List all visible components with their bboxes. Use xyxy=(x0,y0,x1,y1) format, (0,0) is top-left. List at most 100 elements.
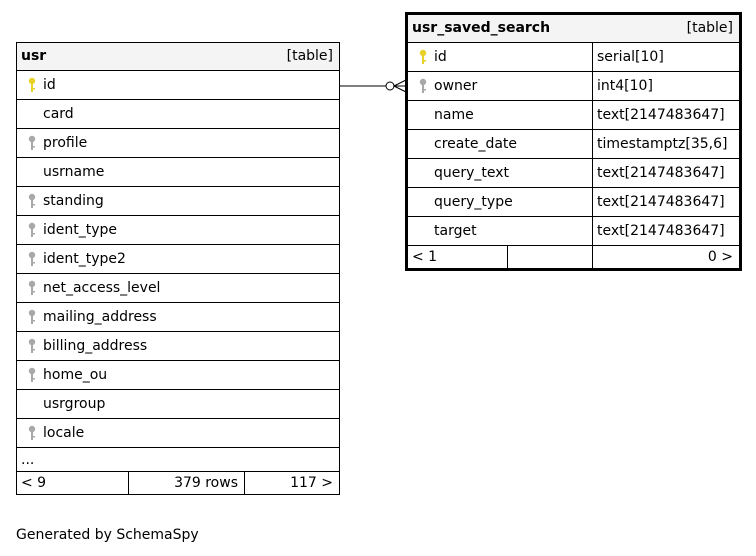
column-name: id xyxy=(434,49,447,65)
column-name: locale xyxy=(43,425,85,441)
column-name: ident_type2 xyxy=(43,251,126,267)
column-cell: target xyxy=(405,216,594,246)
column-cell: usrname xyxy=(15,157,341,187)
column-cell: name xyxy=(405,100,594,130)
foreign-key-icon xyxy=(21,135,43,151)
column-type: text[2147483647] xyxy=(592,158,742,188)
column-cell: billing_address xyxy=(15,331,341,361)
column-row-mailing_address[interactable]: mailing_address xyxy=(15,302,341,332)
column-name: id xyxy=(43,77,56,93)
column-cell: query_text xyxy=(405,158,594,188)
relationship-crowfoot-top xyxy=(393,79,407,87)
column-name: query_text xyxy=(434,165,510,181)
column-cell: create_date xyxy=(405,129,594,159)
primary-key-icon xyxy=(21,77,43,93)
column-type: text[2147483647] xyxy=(592,187,742,217)
row-count: 379 rows xyxy=(128,471,245,495)
column-type: text[2147483647] xyxy=(592,216,742,246)
column-row-id[interactable]: id xyxy=(15,70,341,100)
child-count[interactable]: 117 > xyxy=(243,471,341,495)
column-cell: owner xyxy=(405,71,594,101)
foreign-key-icon xyxy=(21,309,43,325)
foreign-key-icon xyxy=(21,222,43,238)
more-columns-ellipsis: ... xyxy=(15,447,341,472)
foreign-key-icon xyxy=(21,280,43,296)
column-name: create_date xyxy=(434,136,518,152)
column-cell: card xyxy=(15,99,341,129)
relationship-optional-circle xyxy=(385,81,395,91)
column-type: serial[10] xyxy=(592,42,742,72)
parent-count[interactable]: < 9 xyxy=(16,471,129,495)
primary-key-icon xyxy=(412,49,434,65)
foreign-key-icon xyxy=(21,338,43,354)
column-row-card[interactable]: card xyxy=(15,99,341,129)
foreign-key-icon xyxy=(21,193,43,209)
column-row-profile[interactable]: profile xyxy=(15,128,341,158)
column-name: name xyxy=(434,107,474,123)
column-name: mailing_address xyxy=(43,309,157,325)
column-cell: id xyxy=(15,70,341,100)
column-row-net_access_level[interactable]: net_access_level xyxy=(15,273,341,303)
foreign-key-icon xyxy=(21,425,43,441)
column-row-query_type[interactable]: query_type text[2147483647] xyxy=(405,187,742,217)
usr-saved-search-table-footer: < 1 0 > xyxy=(406,245,742,270)
column-type: int4[10] xyxy=(592,71,742,101)
column-type: timestamptz[35,6] xyxy=(592,129,742,159)
table-kind: [table] xyxy=(286,48,334,64)
column-row-home_ou[interactable]: home_ou xyxy=(15,360,341,390)
column-cell: id xyxy=(405,42,594,72)
usr-table[interactable]: usr [table] id card profile usrname standing… xyxy=(15,42,341,495)
row-count xyxy=(506,245,594,270)
column-cell: net_access_level xyxy=(15,273,341,303)
column-cell: ident_type xyxy=(15,215,341,245)
column-type: text[2147483647] xyxy=(592,100,742,130)
column-name: usrname xyxy=(43,164,105,180)
column-name: home_ou xyxy=(43,367,108,383)
column-row-target[interactable]: target text[2147483647] xyxy=(405,216,742,246)
column-name: ident_type xyxy=(43,222,118,238)
column-row-query_text[interactable]: query_text text[2147483647] xyxy=(405,158,742,188)
column-row-ident_type2[interactable]: ident_type2 xyxy=(15,244,341,274)
column-row-locale[interactable]: locale xyxy=(15,418,341,448)
column-row-usrname[interactable]: usrname xyxy=(15,157,341,187)
column-row-owner[interactable]: owner int4[10] xyxy=(405,71,742,101)
generated-by-note: Generated by SchemaSpy xyxy=(16,527,199,543)
column-row-create_date[interactable]: create_date timestamptz[35,6] xyxy=(405,129,742,159)
column-name: target xyxy=(434,223,477,239)
parent-count[interactable]: < 1 xyxy=(406,245,508,270)
column-cell: profile xyxy=(15,128,341,158)
relationship-crowfoot-bottom xyxy=(393,85,407,93)
table-name: usr_saved_search xyxy=(412,20,551,36)
column-cell: query_type xyxy=(405,187,594,217)
column-name: net_access_level xyxy=(43,280,161,296)
more-columns-row[interactable]: ... xyxy=(15,447,341,472)
column-cell: standing xyxy=(15,186,341,216)
usr-saved-search-table-header[interactable]: usr_saved_search [table] xyxy=(405,13,742,43)
column-cell: ident_type2 xyxy=(15,244,341,274)
table-name: usr xyxy=(21,48,47,64)
column-name: standing xyxy=(43,193,104,209)
column-cell: mailing_address xyxy=(15,302,341,332)
column-name: billing_address xyxy=(43,338,148,354)
column-row-billing_address[interactable]: billing_address xyxy=(15,331,341,361)
column-row-id[interactable]: id serial[10] xyxy=(405,42,742,72)
column-name: owner xyxy=(434,78,478,94)
child-count[interactable]: 0 > xyxy=(592,245,742,270)
foreign-key-icon xyxy=(21,251,43,267)
column-row-name[interactable]: name text[2147483647] xyxy=(405,100,742,130)
column-row-standing[interactable]: standing xyxy=(15,186,341,216)
column-name: profile xyxy=(43,135,88,151)
foreign-key-icon xyxy=(21,367,43,383)
column-cell: usrgroup xyxy=(15,389,341,419)
column-cell: home_ou xyxy=(15,360,341,390)
column-name: card xyxy=(43,106,74,122)
usr-table-header[interactable]: usr [table] xyxy=(15,42,341,71)
column-row-usrgroup[interactable]: usrgroup xyxy=(15,389,341,419)
column-name: query_type xyxy=(434,194,513,210)
column-cell: locale xyxy=(15,418,341,448)
column-row-ident_type[interactable]: ident_type xyxy=(15,215,341,245)
table-kind: [table] xyxy=(686,20,734,36)
